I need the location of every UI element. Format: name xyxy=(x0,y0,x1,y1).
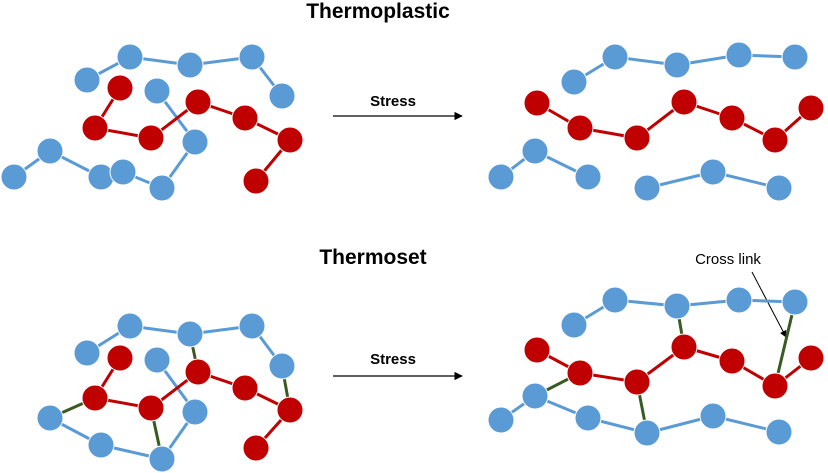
ts-before-blue-lower-bead xyxy=(36,404,64,432)
ts-before-red-bead xyxy=(242,434,270,462)
ts-before-red-bead xyxy=(184,358,212,386)
ts-before-red-bead xyxy=(137,394,165,422)
tp-after-red-bead xyxy=(718,104,746,132)
tp-before-red-bead xyxy=(106,74,134,102)
ts-after-red-bead xyxy=(523,336,551,364)
tp-after-red-bead xyxy=(670,88,698,116)
tp-after-red-bead xyxy=(761,126,789,154)
ts-before-blue-lower-bead xyxy=(148,445,176,473)
ts-after-blue-lower-bead xyxy=(574,404,602,432)
stress-label-top: Stress xyxy=(370,93,416,110)
ts-before-blue-middle-bead xyxy=(181,398,209,426)
tp-before-blue-lower-bead xyxy=(36,137,64,165)
ts-after-blue-lower-bead xyxy=(633,419,661,447)
thermoset-title: Thermoset xyxy=(319,246,426,269)
ts-before-red-bead xyxy=(276,396,304,424)
tp-after-blue-upper-bead xyxy=(560,68,588,96)
ts-after-blue-upper-bead xyxy=(663,292,691,320)
tp-after-blue-upper-bead xyxy=(663,51,691,79)
tp-after-blue-lower-bead xyxy=(699,158,727,186)
tp-before-blue-upper-bead xyxy=(238,43,266,71)
tp-after-red-bead xyxy=(623,124,651,152)
tp-before-blue-lower-bead xyxy=(87,163,115,191)
tp-after-blue-upper-bead xyxy=(781,43,809,71)
ts-after-red-bead xyxy=(761,372,789,400)
tp-after-blue-lower-bead xyxy=(633,174,661,202)
stress-label-bottom: Stress xyxy=(370,351,416,368)
ts-after-blue-upper-bead xyxy=(725,286,753,314)
cross-link-bond xyxy=(773,300,797,388)
ts-before-red-bead xyxy=(106,344,134,372)
tp-before-blue-middle-bead xyxy=(181,128,209,156)
tp-after-blue-lower-bead xyxy=(574,163,602,191)
ts-after-red-bead xyxy=(566,359,594,387)
tp-before-blue-upper-bead xyxy=(73,66,101,94)
ts-after-blue-lower-bead xyxy=(521,382,549,410)
thermoplastic-title: Thermoplastic xyxy=(306,0,450,23)
cross-link-pointer xyxy=(751,271,787,338)
tp-after-blue-lower-bead xyxy=(487,163,515,191)
tp-after-blue-lower-bead xyxy=(765,174,793,202)
ts-after-blue-lower-bead xyxy=(699,402,727,430)
ts-before-blue-upper-bead xyxy=(176,320,204,348)
ts-before-blue-upper-bead xyxy=(73,339,101,367)
tp-after-red-bead xyxy=(566,114,594,142)
tp-after-blue-upper-bead xyxy=(601,43,629,71)
ts-after-red-bead xyxy=(797,344,825,372)
tp-before-red-bead xyxy=(81,114,109,142)
ts-before-blue-middle-bead xyxy=(143,346,171,374)
ts-before-red-bead xyxy=(81,384,109,412)
ts-after-blue-upper-bead xyxy=(560,311,588,339)
cross-link-label: Cross link xyxy=(695,251,761,268)
tp-before-blue-upper-bead xyxy=(176,51,204,79)
tp-before-blue-upper-bead xyxy=(268,82,296,110)
tp-after-blue-lower-bead xyxy=(521,137,549,165)
ts-before-red-bead xyxy=(231,374,259,402)
tp-before-red-bead xyxy=(231,104,259,132)
ts-after-red-bead xyxy=(670,333,698,361)
ts-after-blue-lower-bead xyxy=(487,406,515,434)
ts-before-blue-upper-bead xyxy=(116,312,144,340)
ts-after-blue-upper-bead xyxy=(601,286,629,314)
tp-before-blue-lower-bead xyxy=(148,174,176,202)
tp-before-blue-upper-bead xyxy=(116,43,144,71)
tp-before-blue-lower-bead xyxy=(0,163,28,191)
tp-before-red-bead xyxy=(242,167,270,195)
tp-after-red-bead xyxy=(523,89,551,117)
ts-after-red-bead xyxy=(623,368,651,396)
ts-after-blue-lower-bead xyxy=(765,418,793,446)
tp-before-red-bead xyxy=(276,126,304,154)
ts-after-blue-upper-bead xyxy=(781,288,809,316)
tp-after-red-bead xyxy=(797,94,825,122)
ts-after-red-bead xyxy=(718,347,746,375)
polymer-chains xyxy=(0,41,825,473)
tp-after-blue-upper-bead xyxy=(725,41,753,69)
tp-before-red-bead xyxy=(184,88,212,116)
ts-before-blue-upper-bead xyxy=(268,352,296,380)
ts-before-blue-lower-bead xyxy=(87,431,115,459)
ts-before-blue-upper-bead xyxy=(238,312,266,340)
tp-before-red-bead xyxy=(137,124,165,152)
tp-before-blue-middle-bead xyxy=(143,77,171,105)
tp-before-blue-lower-bead xyxy=(109,158,137,186)
